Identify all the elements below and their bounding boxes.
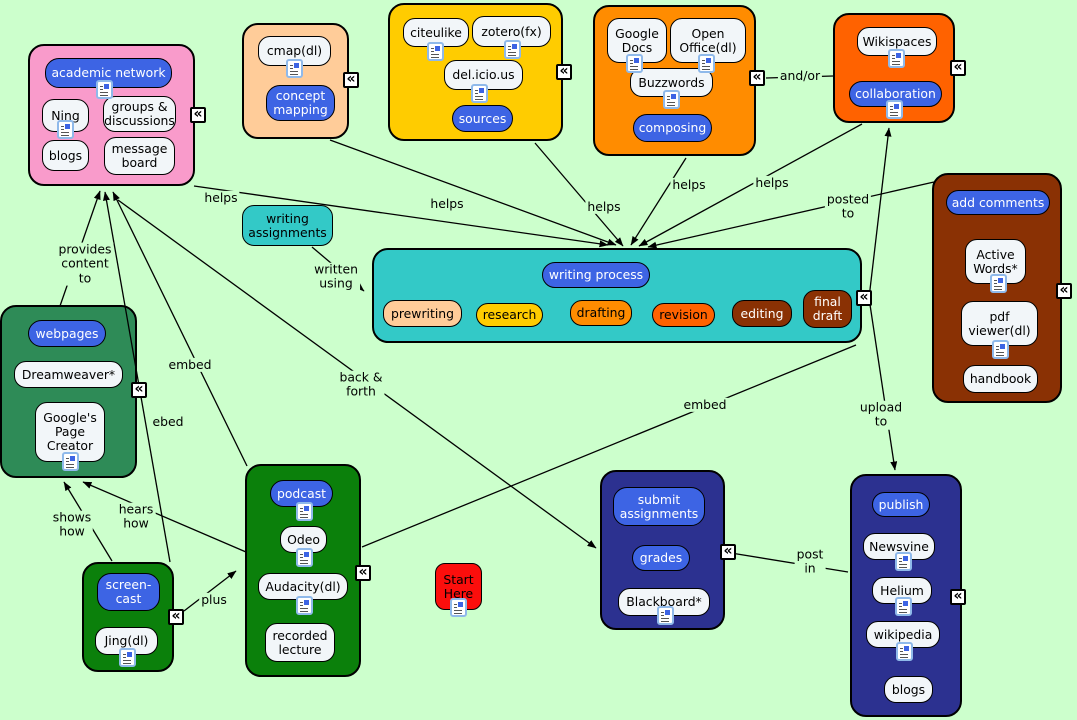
node-groups-discussions[interactable]: groups & discussions: [103, 96, 176, 132]
node-editing[interactable]: editing: [732, 300, 792, 327]
resource-icon-zotero[interactable]: [504, 40, 521, 59]
resource-icon-academic-network[interactable]: [96, 80, 113, 99]
link-label-embed-left[interactable]: embed: [166, 356, 214, 373]
resource-icon-audacity[interactable]: [296, 596, 313, 615]
link-label-provides-content-to[interactable]: provides content to: [56, 241, 114, 286]
link-label-upload-to[interactable]: upload to: [857, 399, 905, 430]
collapse-chevron-icon-sources[interactable]: [556, 64, 572, 80]
resource-icon-citeulike[interactable]: [427, 42, 444, 61]
link-label-embed-right[interactable]: embed: [681, 396, 729, 413]
link-label-helps-composing[interactable]: helps: [670, 176, 708, 193]
resource-icon-buzzwords[interactable]: [663, 90, 680, 109]
collapse-chevron-icon-academic[interactable]: [190, 107, 206, 123]
resource-icon-jing[interactable]: [119, 648, 136, 667]
resource-icon-blackboard[interactable]: [657, 606, 674, 625]
node-recorded-lecture[interactable]: recorded lecture: [265, 623, 335, 662]
node-grades[interactable]: grades: [632, 545, 690, 571]
link-label-helps-sources[interactable]: helps: [585, 198, 623, 215]
collapse-chevron-icon-add-comments[interactable]: [1056, 283, 1072, 299]
node-submit-assignments[interactable]: submit assignments: [613, 487, 705, 526]
node-composing[interactable]: composing: [633, 114, 712, 142]
resource-icon-wikispaces[interactable]: [888, 49, 905, 68]
node-final-draft[interactable]: final draft: [803, 290, 852, 328]
node-drafting[interactable]: drafting: [570, 300, 632, 326]
link-label-helps-collaboration[interactable]: helps: [753, 174, 791, 191]
collapse-chevron-icon-screencast[interactable]: [168, 609, 184, 625]
resource-icon-helium[interactable]: [895, 597, 912, 616]
collapse-chevron-icon-publish[interactable]: [950, 589, 966, 605]
link-label-written-using[interactable]: written using: [312, 261, 360, 292]
link-label-back-and-forth[interactable]: back & forth: [337, 369, 385, 400]
node-sources[interactable]: sources: [452, 105, 513, 132]
resource-icon-podcast[interactable]: [296, 502, 313, 521]
collapse-chevron-icon-podcast[interactable]: [355, 565, 371, 581]
resource-icon-google-docs[interactable]: [626, 54, 643, 73]
node-research[interactable]: research: [476, 303, 543, 327]
resource-icon-newsvine[interactable]: [895, 552, 912, 571]
link-label-shows-how[interactable]: shows how: [50, 509, 94, 540]
node-ning[interactable]: Ning: [42, 99, 89, 132]
collapse-chevron-icon-submit[interactable]: [720, 544, 736, 560]
node-open-office[interactable]: Open Office(dl): [670, 18, 746, 63]
node-writing-assignments[interactable]: writing assignments: [242, 205, 333, 246]
node-prewriting[interactable]: prewriting: [383, 300, 462, 327]
collapse-chevron-icon-webpages[interactable]: [131, 382, 147, 398]
resource-icon-collaboration[interactable]: [886, 100, 903, 119]
collapse-chevron-icon-composing[interactable]: [749, 70, 765, 86]
resource-icon-pdf-viewer[interactable]: [992, 340, 1009, 359]
link-label-ebed[interactable]: ebed: [150, 413, 186, 430]
link-label-helps-concept[interactable]: helps: [428, 195, 466, 212]
node-citeulike[interactable]: citeulike: [403, 18, 469, 47]
node-publish[interactable]: publish: [872, 492, 930, 517]
node-add-comments[interactable]: add comments: [946, 190, 1050, 215]
node-audacity[interactable]: Audacity(dl): [258, 573, 348, 600]
resource-icon-wikipedia[interactable]: [896, 642, 913, 661]
resource-icon-odeo[interactable]: [296, 548, 313, 567]
node-blogs-publish[interactable]: blogs: [884, 676, 933, 703]
collapse-chevron-icon-writing-process[interactable]: [856, 290, 872, 306]
resource-icon-active-words[interactable]: [990, 274, 1007, 293]
node-message-board[interactable]: message board: [104, 137, 175, 175]
link-label-plus[interactable]: plus: [199, 591, 229, 608]
collapse-chevron-icon-collaboration[interactable]: [950, 60, 966, 76]
collapse-chevron-icon-concept[interactable]: [343, 72, 359, 88]
node-academic-network[interactable]: academic network: [45, 58, 172, 88]
resource-icon-start-here[interactable]: [450, 598, 467, 617]
resource-icon-page-creator[interactable]: [62, 452, 79, 471]
node-google-page-creator[interactable]: Google's Page Creator: [35, 402, 105, 462]
resource-icon-ning[interactable]: [57, 120, 74, 139]
link-label-posted-to[interactable]: posted to: [824, 191, 872, 222]
link-label-post-in[interactable]: post in: [794, 546, 826, 577]
link-label-helps-academic[interactable]: helps: [202, 189, 240, 206]
node-blogs-academic[interactable]: blogs: [42, 140, 89, 171]
node-handbook[interactable]: handbook: [963, 365, 1038, 393]
node-pdf-viewer[interactable]: pdf viewer(dl): [961, 301, 1038, 346]
node-revision[interactable]: revision: [652, 303, 715, 327]
node-concept-mapping[interactable]: concept mapping: [266, 85, 335, 121]
link-label-and-or[interactable]: and/or: [777, 67, 823, 84]
node-start-here[interactable]: Start Here: [435, 563, 482, 610]
resource-icon-open-office[interactable]: [698, 54, 715, 73]
node-wikipedia[interactable]: wikipedia: [866, 621, 940, 648]
node-newsvine[interactable]: Newsvine: [863, 533, 935, 560]
node-dreamweaver[interactable]: Dreamweaver*: [14, 361, 123, 388]
link-label-hears-how[interactable]: hears how: [116, 501, 156, 532]
node-screencast[interactable]: screen- cast: [97, 573, 160, 611]
resource-icon-cmap[interactable]: [286, 59, 303, 78]
node-webpages[interactable]: webpages: [28, 320, 106, 347]
resource-icon-delicious[interactable]: [471, 84, 488, 103]
node-writing-process[interactable]: writing process: [542, 262, 650, 288]
